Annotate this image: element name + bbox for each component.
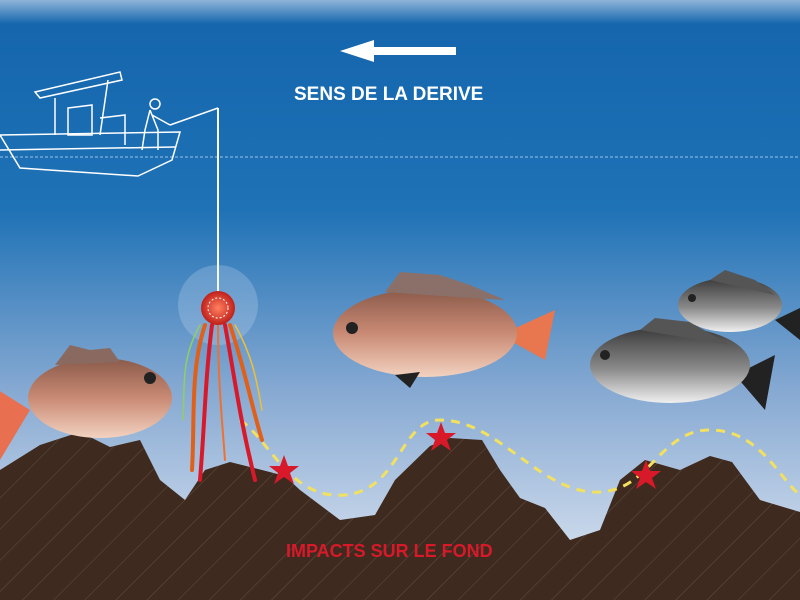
drift-direction-label: SENS DE LA DERIVE	[294, 84, 484, 105]
impact-star-icon	[269, 455, 299, 484]
fish-black-sea-bream	[678, 270, 800, 340]
boat-with-angler	[0, 71, 219, 177]
fish-red-sea-bream	[0, 345, 172, 460]
fish-red-sea-bream	[333, 272, 555, 388]
lure-path	[239, 418, 800, 497]
seabed	[0, 432, 800, 600]
fish-black-sea-bream	[590, 318, 775, 410]
impact-star-icon	[426, 422, 456, 451]
drift-arrow-icon	[340, 40, 456, 62]
lure-jig	[178, 265, 264, 482]
impact-star-icon	[631, 460, 661, 489]
bottom-impacts-label: IMPACTS SUR LE FOND	[286, 541, 493, 561]
